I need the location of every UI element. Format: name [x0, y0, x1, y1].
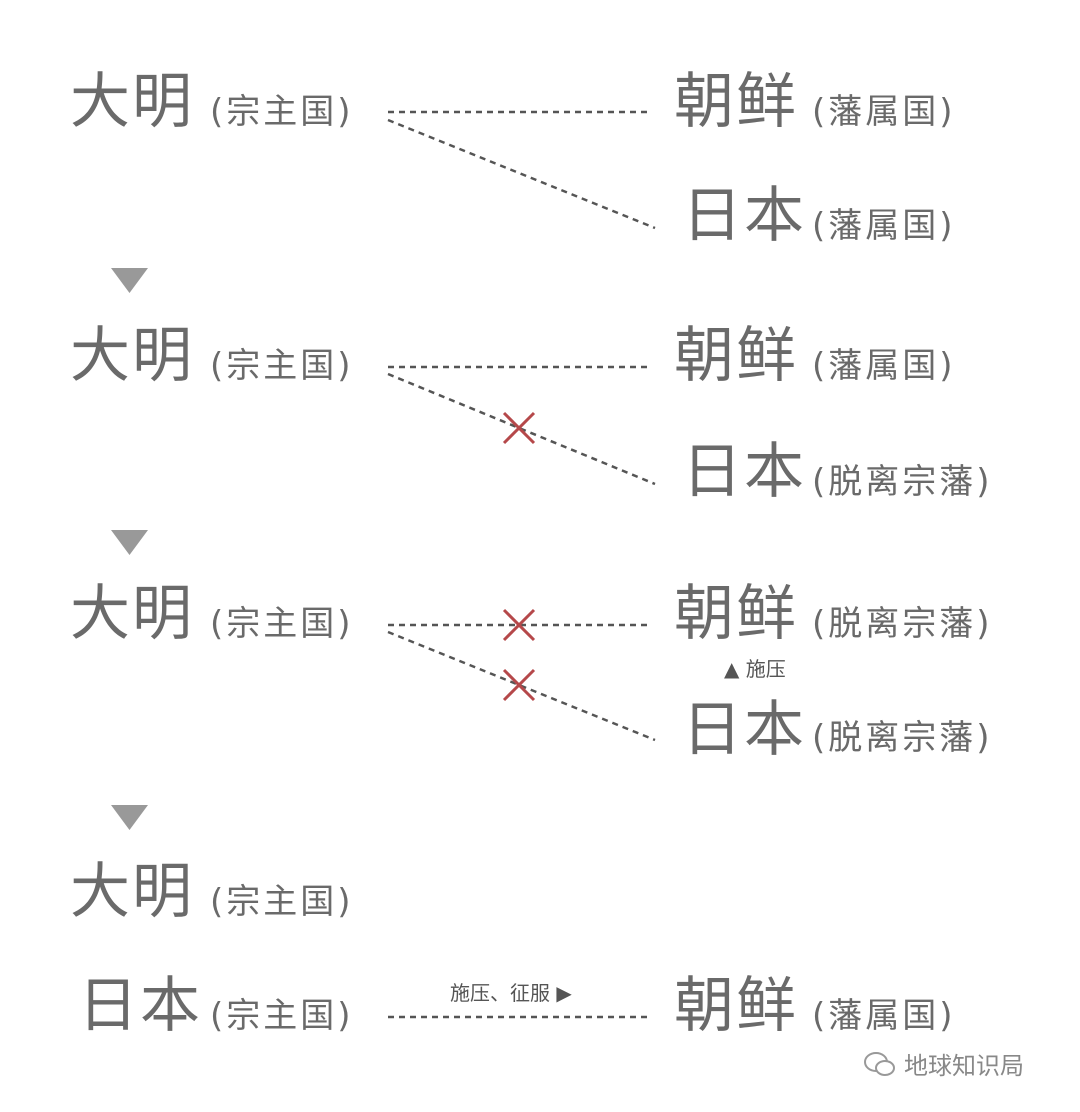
cross-icon: [502, 668, 536, 702]
wechat-icon: [864, 1051, 895, 1076]
japan-label: 日本: [682, 437, 806, 507]
ming-role: (宗主国): [210, 882, 354, 922]
pressure-annotation: ▲ 施压: [724, 657, 786, 681]
japan-label: 日本: [682, 181, 806, 251]
japan-role: (宗主国): [210, 996, 354, 1036]
conquest-annotation: 施压、征服 ▶: [450, 981, 572, 1005]
ming-label: 大明: [70, 579, 194, 649]
watermark: 地球知识局: [862, 1046, 1024, 1081]
japan-label: 日本: [78, 971, 202, 1041]
down-arrow-icon: [111, 268, 148, 293]
joseon-role: (藩属国): [812, 346, 956, 386]
down-arrow-icon: [111, 530, 148, 555]
joseon-role: (藩属国): [812, 996, 956, 1036]
ming-role: (宗主国): [210, 346, 354, 386]
cross-icon: [502, 411, 536, 445]
ming-label: 大明: [70, 857, 194, 927]
link-ming-japan-1: [387, 118, 656, 230]
cross-icons: [502, 411, 536, 702]
down-arrow-icon: [111, 805, 148, 830]
japan-label: 日本: [682, 695, 806, 765]
joseon-label: 朝鲜: [674, 971, 798, 1041]
joseon-role: (藩属国): [812, 92, 956, 132]
ming-role: (宗主国): [210, 92, 354, 132]
japan-role: (脱离宗藩): [812, 718, 993, 758]
japan-role: (脱离宗藩): [812, 462, 993, 502]
japan-role: (藩属国): [812, 206, 956, 246]
joseon-label: 朝鲜: [674, 579, 798, 649]
joseon-role: (脱离宗藩): [812, 604, 993, 644]
ming-label: 大明: [70, 321, 194, 391]
ming-role: (宗主国): [210, 604, 354, 644]
watermark-text: 地球知识局: [904, 1052, 1024, 1080]
ming-label: 大明: [70, 67, 194, 137]
cross-icon: [502, 608, 536, 642]
joseon-label: 朝鲜: [674, 321, 798, 391]
joseon-label: 朝鲜: [674, 67, 798, 137]
